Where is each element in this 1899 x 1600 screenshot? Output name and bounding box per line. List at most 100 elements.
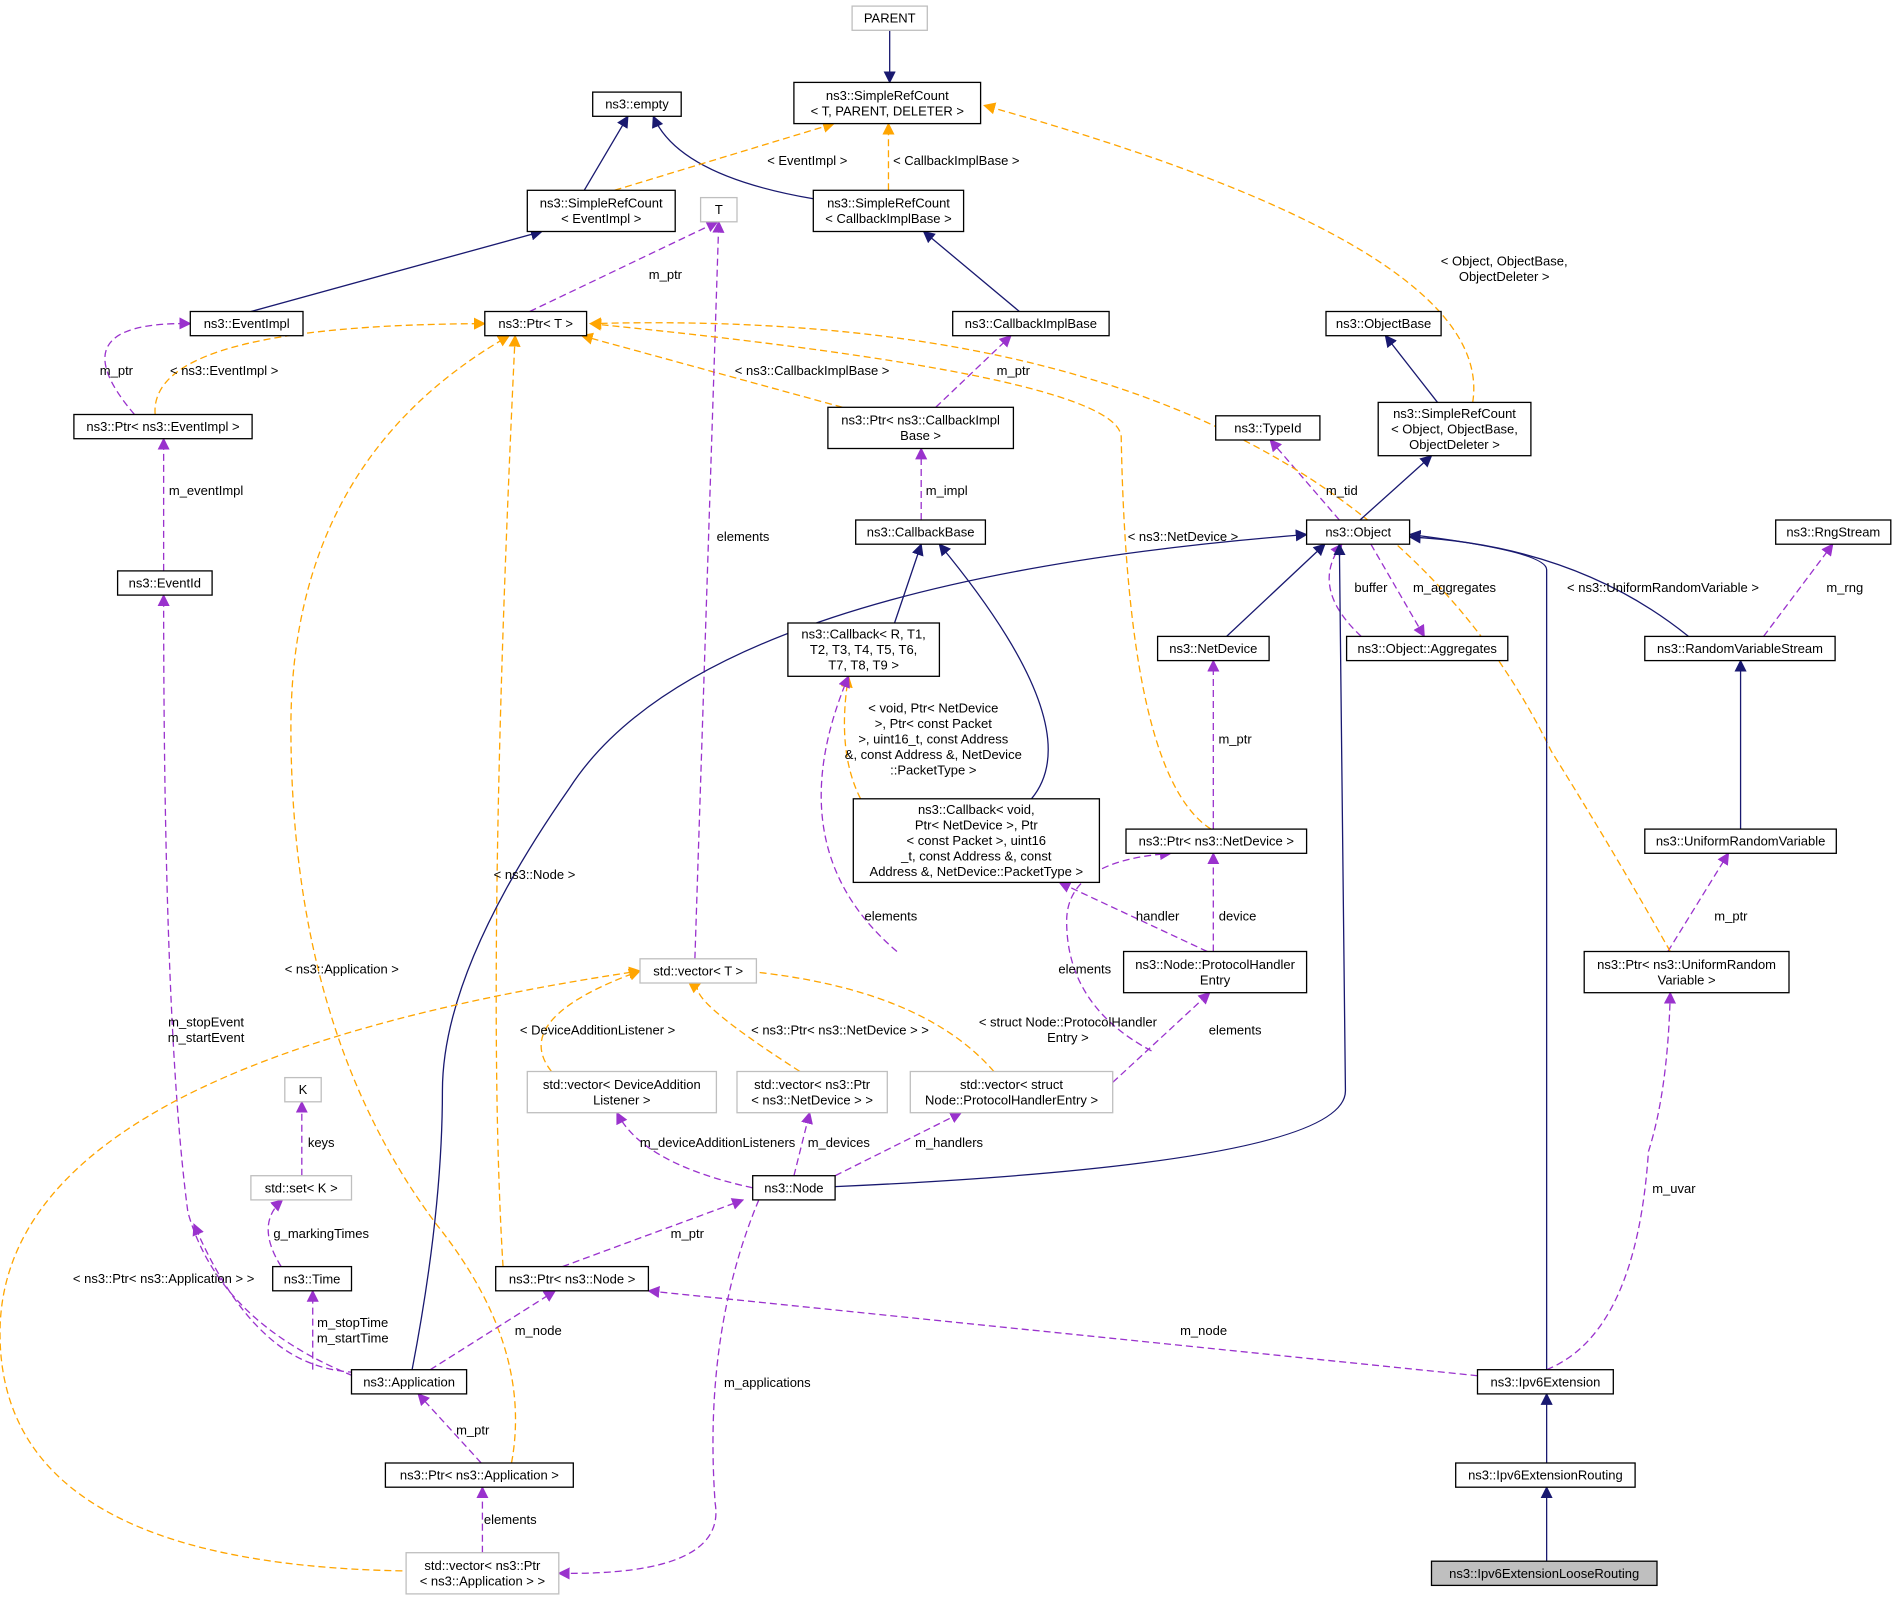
usage-edge-55: [192, 1223, 399, 1374]
class-node-vector-t[interactable]: std::vector< T >: [639, 958, 758, 984]
class-node-box: [639, 958, 758, 984]
edge-label-m-device-addition-listeners: m_deviceAdditionListeners: [640, 1135, 796, 1150]
edge-labels-layer: < EventImpl >< CallbackImplBase >< Objec…: [73, 153, 1863, 1527]
edge-label-m-start-event: m_stopEvent: [168, 1015, 244, 1030]
edge-label-m-rng: m_rng: [1826, 580, 1863, 595]
class-node-ptr-t[interactable]: ns3::Ptr< T >: [484, 310, 588, 337]
edge-label-m-ptr: m_ptr: [997, 363, 1031, 378]
class-node-object-base[interactable]: ns3::ObjectBase: [1325, 310, 1442, 337]
class-node-ptr-application[interactable]: ns3::Ptr< ns3::Application >: [384, 1462, 574, 1488]
class-node-event-impl[interactable]: ns3::EventImpl: [189, 310, 304, 337]
class-node-ptr-uniform-random[interactable]: ns3::Ptr< ns3::UniformRandomVariable >: [1583, 950, 1790, 994]
class-node-src-object[interactable]: ns3::SimpleRefCount< Object, ObjectBase,…: [1377, 401, 1532, 457]
class-node-label: ns3::Node: [764, 1180, 823, 1195]
class-node-k[interactable]: K: [284, 1076, 322, 1103]
class-node-label: ns3::Ptr< ns3::NetDevice >: [1139, 834, 1294, 849]
class-node-ipv6-extension[interactable]: ns3::Ipv6Extension: [1476, 1369, 1614, 1395]
usage-edge-38: [157, 593, 353, 1377]
class-node-label: ns3::CallbackBase: [867, 525, 975, 540]
class-node-event-id[interactable]: ns3::EventId: [116, 570, 213, 596]
class-node-ptr-callback-impl[interactable]: ns3::Ptr< ns3::CallbackImplBase >: [827, 406, 1015, 450]
usage-edge-62: [557, 1199, 760, 1580]
edge-label-ptr-application-vec-tpl: < ns3::Ptr< ns3::Application > >: [73, 1271, 254, 1286]
edge-label-callback-void-tpl: &, const Address &, NetDevice: [845, 747, 1022, 762]
edge-label-m-devices: m_devices: [808, 1135, 871, 1150]
class-node-label: Base >: [900, 428, 941, 443]
class-node-vector-listener[interactable]: std::vector< DeviceAdditionListener >: [526, 1070, 718, 1114]
class-node-net-device[interactable]: ns3::NetDevice: [1156, 635, 1270, 662]
class-node-label: ns3::Ipv6ExtensionRouting: [1468, 1468, 1623, 1483]
class-node-ptr-node[interactable]: ns3::Ptr< ns3::Node >: [495, 1265, 650, 1292]
edge-label-m-handlers: m_handlers: [915, 1135, 983, 1150]
edge-label-m-node: m_node: [1180, 1323, 1227, 1338]
class-node-label: Entry: [1200, 972, 1231, 987]
class-node-label: std::set< K >: [265, 1180, 338, 1195]
class-node-label: < T, PARENT, DELETER >: [811, 103, 964, 118]
class-node-empty[interactable]: ns3::empty: [592, 91, 682, 117]
class-node-src-callback[interactable]: ns3::SimpleRefCount< CallbackImplBase >: [812, 189, 965, 233]
edge-label-m-ptr: m_ptr: [1714, 908, 1748, 923]
usage-edge-46: [834, 1112, 963, 1177]
class-node-vector-handler-entry[interactable]: std::vector< structNode::ProtocolHandler…: [909, 1070, 1114, 1114]
inheritance-edge-19: [1359, 454, 1433, 521]
class-node-ptr-event-impl[interactable]: ns3::Ptr< ns3::EventImpl >: [73, 413, 253, 440]
class-node-time[interactable]: ns3::Time: [272, 1265, 353, 1292]
class-node-rng-stream[interactable]: ns3::RngStream: [1775, 519, 1892, 545]
class-node-label: < ns3::NetDevice > >: [751, 1092, 873, 1107]
class-node-label: ns3::EventImpl: [204, 316, 290, 331]
class-node-callback-base[interactable]: ns3::CallbackBase: [855, 519, 987, 545]
inheritance-edge-48: [411, 529, 1308, 1370]
class-node-vector-ptr-application[interactable]: std::vector< ns3::Ptr< ns3::Application …: [405, 1552, 560, 1595]
class-node-src-t[interactable]: ns3::SimpleRefCount< T, PARENT, DELETER …: [793, 81, 982, 125]
usage-edge-54: [647, 1285, 1478, 1377]
class-node-box: [1305, 519, 1411, 545]
class-node-random-variable-stream[interactable]: ns3::RandomVariableStream: [1644, 635, 1836, 662]
class-node-set-k[interactable]: std::set< K >: [250, 1175, 353, 1201]
class-node-label: ns3::Ptr< ns3::CallbackImpl: [841, 413, 1000, 428]
edge-label-ptr-net-device-tpl: < ns3::NetDevice >: [1128, 529, 1239, 544]
usage-edge-23: [1763, 543, 1834, 637]
usage-edge-53: [562, 1198, 745, 1268]
class-node-label: std::vector< DeviceAddition: [543, 1077, 701, 1092]
class-node-parent[interactable]: PARENT: [851, 5, 928, 31]
class-node-label: ns3::Ptr< ns3::EventImpl >: [86, 419, 239, 434]
class-node-callback-void[interactable]: ns3::Callback< void,Ptr< NetDevice >, Pt…: [852, 798, 1101, 884]
usage-edge-57: [429, 1290, 557, 1371]
class-node-label: ns3::Ipv6ExtensionLooseRouting: [1449, 1566, 1639, 1581]
class-node-box: [736, 1070, 888, 1114]
class-node-box: [1125, 828, 1308, 854]
class-node-label: ns3::Object: [1325, 525, 1391, 540]
class-node-node[interactable]: ns3::Node: [752, 1175, 836, 1201]
class-node-box: [1430, 1560, 1658, 1587]
class-node-ipv6-extension-routing[interactable]: ns3::Ipv6ExtensionRouting: [1455, 1462, 1636, 1488]
edge-label-handler-entry-tpl: Entry >: [1047, 1030, 1089, 1045]
class-node-type-id[interactable]: ns3::TypeId: [1215, 415, 1321, 441]
class-node-label: ns3::RngStream: [1786, 525, 1880, 540]
class-node-aggregates[interactable]: ns3::Object::Aggregates: [1345, 635, 1509, 662]
class-node-callback-impl-base[interactable]: ns3::CallbackImplBase: [952, 310, 1110, 337]
edge-label-keys: keys: [308, 1135, 335, 1150]
inheritance-edge-50: [1408, 529, 1548, 1370]
edge-label-object-tpl: < Object, ObjectBase,: [1441, 253, 1568, 268]
class-node-application[interactable]: ns3::Application: [350, 1369, 468, 1395]
class-node-box: [484, 310, 588, 337]
class-node-vector-ptr-net-device[interactable]: std::vector< ns3::Ptr< ns3::NetDevice > …: [736, 1070, 888, 1114]
edge-label-m-tid: m_tid: [1326, 483, 1358, 498]
class-node-callback-generic[interactable]: ns3::Callback< R, T1,T2, T3, T4, T5, T6,…: [787, 622, 941, 677]
edge-label-m-ptr: m_ptr: [100, 363, 134, 378]
class-node-label: Listener >: [593, 1092, 650, 1107]
class-node-label: < EventImpl >: [561, 211, 641, 226]
class-node-t[interactable]: T: [699, 196, 738, 223]
class-node-src-event[interactable]: ns3::SimpleRefCount< EventImpl >: [526, 189, 676, 233]
edge-label-callback-void-tpl: < void, Ptr< NetDevice: [868, 700, 998, 715]
class-node-box: [250, 1175, 353, 1201]
class-node-protocol-handler-entry[interactable]: ns3::Node::ProtocolHandlerEntry: [1122, 950, 1308, 994]
class-node-box: [1345, 635, 1509, 662]
edge-label-callback-void-tpl: >, uint16_t, const Address: [858, 731, 1008, 746]
class-node-uniform-random-variable[interactable]: ns3::UniformRandomVariable: [1644, 828, 1837, 854]
class-node-ptr-net-device[interactable]: ns3::Ptr< ns3::NetDevice >: [1125, 828, 1308, 854]
class-node-ipv6-extension-loose-routing[interactable]: ns3::Ipv6ExtensionLooseRouting: [1430, 1560, 1658, 1587]
class-node-object[interactable]: ns3::Object: [1305, 519, 1411, 545]
edge-label-m-ptr: m_ptr: [671, 1226, 705, 1241]
